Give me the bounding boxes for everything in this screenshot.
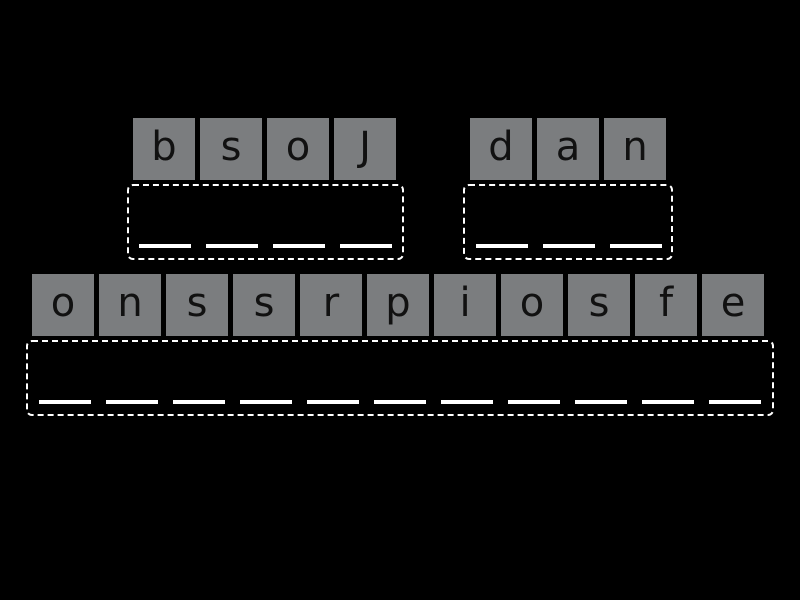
word-group-3: o n s s r p i o s f e <box>26 274 774 416</box>
answer-slot <box>106 400 158 404</box>
letter-tiles: d a n <box>470 118 666 180</box>
word-group-2: d a n <box>463 118 673 260</box>
letter-tile[interactable]: s <box>200 118 262 180</box>
answer-drop-zone[interactable] <box>463 184 673 260</box>
answer-slot <box>206 244 258 248</box>
answer-slot <box>709 400 761 404</box>
letter-tile[interactable]: i <box>434 274 496 336</box>
letter-tile[interactable]: o <box>501 274 563 336</box>
letter-tile[interactable]: f <box>635 274 697 336</box>
letter-tile[interactable]: s <box>233 274 295 336</box>
word-group-1: b s o J <box>127 118 404 260</box>
answer-slot <box>273 244 325 248</box>
answer-slot <box>476 244 528 248</box>
answer-drop-zone[interactable] <box>26 340 774 416</box>
letter-tile[interactable]: n <box>604 118 666 180</box>
answer-slot <box>340 244 392 248</box>
answer-slot <box>240 400 292 404</box>
answer-slot <box>441 400 493 404</box>
answer-slots <box>476 244 662 248</box>
letter-tile[interactable]: b <box>133 118 195 180</box>
letter-tile[interactable]: o <box>32 274 94 336</box>
letter-tile[interactable]: s <box>568 274 630 336</box>
answer-slots <box>139 244 392 248</box>
answer-slot <box>508 400 560 404</box>
letter-tile[interactable]: J <box>334 118 396 180</box>
letter-tile[interactable]: e <box>702 274 764 336</box>
answer-drop-zone[interactable] <box>127 184 404 260</box>
answer-slot <box>543 244 595 248</box>
letter-tile[interactable]: d <box>470 118 532 180</box>
letter-tile[interactable]: p <box>367 274 429 336</box>
letter-tile[interactable]: n <box>99 274 161 336</box>
answer-slot <box>39 400 91 404</box>
letter-tile[interactable]: o <box>267 118 329 180</box>
answer-slot <box>307 400 359 404</box>
answer-slot <box>374 400 426 404</box>
answer-slot <box>173 400 225 404</box>
letter-tile[interactable]: r <box>300 274 362 336</box>
answer-slot <box>575 400 627 404</box>
letter-tile[interactable]: s <box>166 274 228 336</box>
answer-slot <box>610 244 662 248</box>
answer-slots <box>39 400 761 404</box>
letter-tile[interactable]: a <box>537 118 599 180</box>
answer-slot <box>642 400 694 404</box>
answer-slot <box>139 244 191 248</box>
letter-tiles: b s o J <box>133 118 396 180</box>
letter-tiles: o n s s r p i o s f e <box>32 274 764 336</box>
